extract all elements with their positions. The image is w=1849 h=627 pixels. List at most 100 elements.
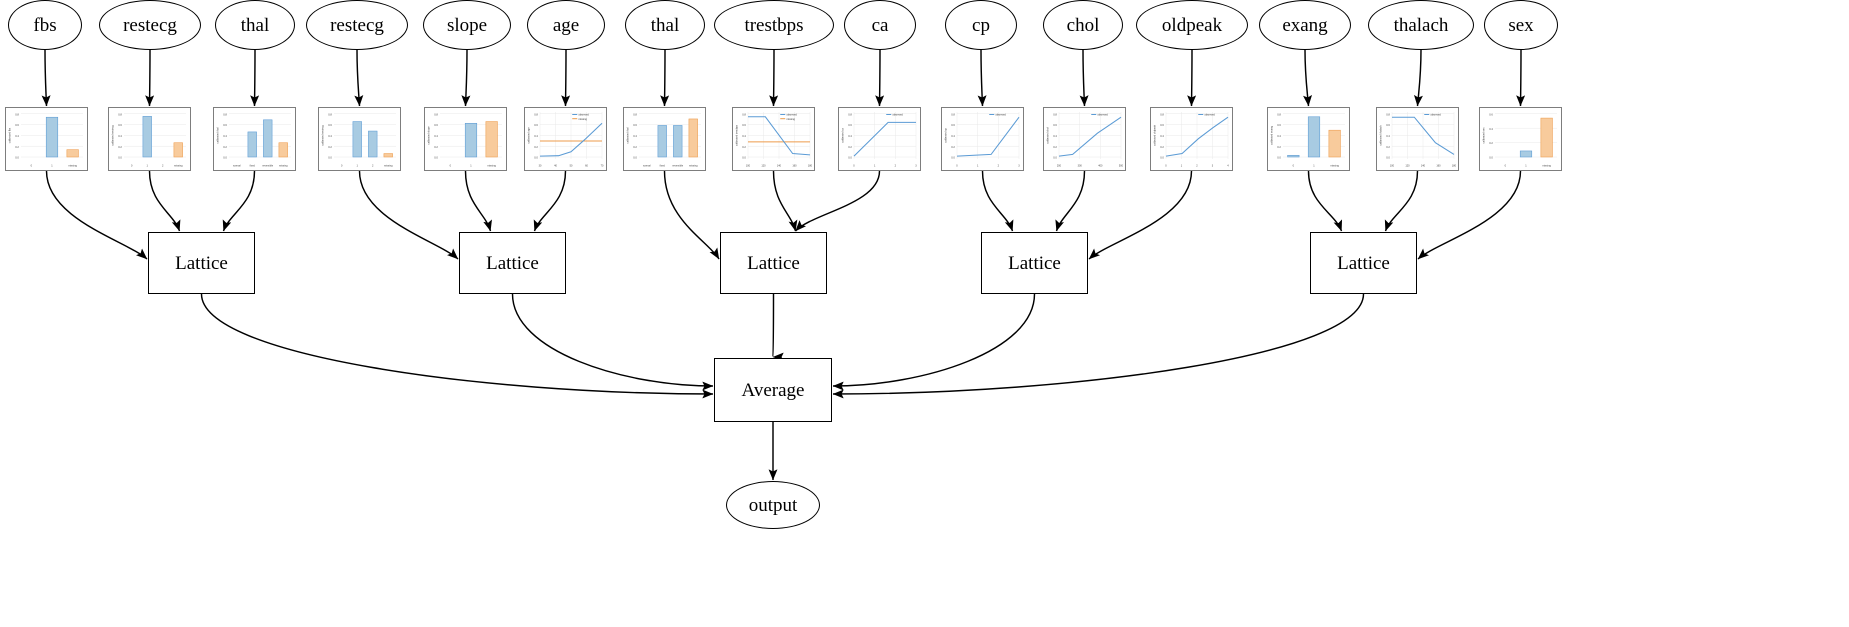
average-node[interactable]: Average <box>714 358 832 422</box>
feature-node-restecg1[interactable]: restecg <box>99 0 201 50</box>
svg-text:1: 1 <box>147 165 149 168</box>
feature-node-age[interactable]: age <box>527 0 605 50</box>
feature-node-cp[interactable]: cp <box>945 0 1017 50</box>
svg-text:missing: missing <box>384 165 393 168</box>
svg-text:0.4: 0.4 <box>434 134 438 138</box>
svg-text:1: 1 <box>1181 165 1183 168</box>
svg-text:3: 3 <box>1018 165 1020 168</box>
edge-cal-trestbps-to-lat3 <box>772 170 798 232</box>
svg-text:3: 3 <box>915 165 917 168</box>
svg-text:180: 180 <box>1452 165 1457 168</box>
svg-text:0.4: 0.4 <box>15 134 19 138</box>
svg-text:missing: missing <box>1330 165 1339 168</box>
svg-text:missing: missing <box>174 165 183 168</box>
feature-node-label: trestbps <box>744 14 804 36</box>
feature-node-label: exang <box>1282 14 1328 36</box>
svg-text:observed: observed <box>995 114 1006 117</box>
feature-node-chol[interactable]: chol <box>1043 0 1123 50</box>
svg-text:0.0: 0.0 <box>434 156 438 160</box>
svg-text:0.4: 0.4 <box>328 134 332 138</box>
lattice-node-label: Lattice <box>1008 252 1061 274</box>
plot-ylabel: calibrated restecg <box>111 125 115 146</box>
edge-age-to-cal-age <box>561 49 571 107</box>
svg-text:0.0: 0.0 <box>633 156 637 160</box>
svg-text:2: 2 <box>372 165 374 168</box>
feature-node-slope[interactable]: slope <box>423 0 511 50</box>
svg-text:0.6: 0.6 <box>118 123 122 127</box>
feature-node-restecg2[interactable]: restecg <box>306 0 408 50</box>
lattice-node-lat5[interactable]: Lattice <box>1310 232 1417 294</box>
svg-text:0.0: 0.0 <box>1386 156 1390 160</box>
edge-lat5-to-avg <box>832 293 1365 399</box>
lattice-node-lat2[interactable]: Lattice <box>459 232 566 294</box>
svg-text:0.8: 0.8 <box>951 112 955 116</box>
svg-text:0.2: 0.2 <box>742 145 746 149</box>
feature-node-oldpeak[interactable]: oldpeak <box>1136 0 1248 50</box>
feature-node-fbs[interactable]: fbs <box>8 0 82 50</box>
feature-node-thalach[interactable]: thalach <box>1368 0 1474 50</box>
svg-text:0.8: 0.8 <box>1160 112 1164 116</box>
edge-slope-to-cal-slope <box>461 49 471 107</box>
feature-node-exang[interactable]: exang <box>1259 0 1351 50</box>
feature-node-trestbps[interactable]: trestbps <box>714 0 834 50</box>
svg-text:60: 60 <box>585 165 588 168</box>
svg-text:0.4: 0.4 <box>1489 127 1493 131</box>
svg-text:0.0: 0.0 <box>848 156 852 160</box>
edge-thal1-to-cal-thal1 <box>250 49 260 107</box>
output-node-label: output <box>748 494 798 516</box>
feature-node-sex[interactable]: sex <box>1484 0 1558 50</box>
svg-text:300: 300 <box>1078 165 1083 168</box>
lattice-node-lat4[interactable]: Lattice <box>981 232 1088 294</box>
feature-node-thal2[interactable]: thal <box>625 0 705 50</box>
edge-sex-to-cal-sex <box>1516 49 1526 107</box>
feature-node-ca[interactable]: ca <box>844 0 916 50</box>
plot-ylabel: calibrated thal <box>216 127 220 144</box>
edge-cal-ca-to-lat3 <box>794 170 881 232</box>
plot-ylabel: calibrated age <box>527 127 531 144</box>
svg-text:missing: missing <box>68 165 77 168</box>
svg-text:500: 500 <box>1119 165 1124 168</box>
feature-node-label: age <box>552 14 580 36</box>
svg-text:observed: observed <box>1204 114 1215 117</box>
svg-text:0.8: 0.8 <box>848 112 852 116</box>
svg-text:0.2: 0.2 <box>1160 145 1164 149</box>
svg-text:1: 1 <box>470 165 472 168</box>
feature-node-thal1[interactable]: thal <box>215 0 295 50</box>
feature-node-label: restecg <box>330 14 384 36</box>
svg-text:missing: missing <box>1542 165 1551 168</box>
svg-text:0.8: 0.8 <box>434 112 438 116</box>
svg-text:0.6: 0.6 <box>1053 123 1057 127</box>
feature-node-label: oldpeak <box>1161 14 1223 36</box>
lattice-node-lat1[interactable]: Lattice <box>148 232 255 294</box>
output-node[interactable]: output <box>726 481 820 529</box>
edge-restecg2-to-cal-restecg2 <box>354 49 364 107</box>
svg-text:0.0: 0.0 <box>534 156 538 160</box>
svg-text:30: 30 <box>539 165 542 168</box>
svg-text:0.8: 0.8 <box>15 112 19 116</box>
lattice-node-lat3[interactable]: Lattice <box>720 232 827 294</box>
svg-text:0.6: 0.6 <box>15 123 19 127</box>
svg-text:0: 0 <box>450 165 452 168</box>
svg-text:0.8: 0.8 <box>328 112 332 116</box>
svg-text:0.6: 0.6 <box>951 123 955 127</box>
